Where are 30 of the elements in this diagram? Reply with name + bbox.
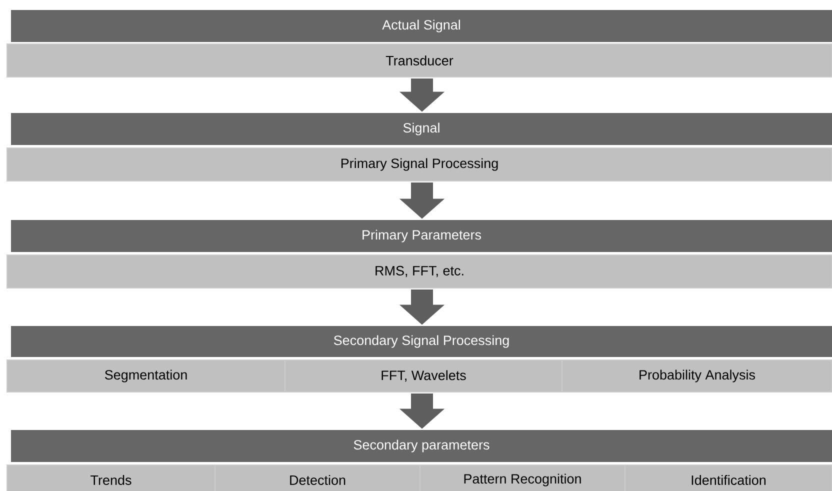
bar-label: Pattern Recognition xyxy=(464,474,581,486)
bar-label: Actual Signal xyxy=(382,20,460,32)
bar-label: Primary Parameters xyxy=(362,230,481,242)
header-bar xyxy=(11,430,832,462)
process-bar xyxy=(6,360,286,392)
bar-label: Secondary Signal Processing xyxy=(334,335,509,348)
process-bar xyxy=(562,360,832,392)
header-bar xyxy=(11,10,832,42)
header-bar xyxy=(11,113,832,145)
process-bar xyxy=(6,254,832,288)
header-bar xyxy=(11,220,832,252)
bar-label: RMS, FFT, etc. xyxy=(376,266,464,278)
bar-label: Probability Analysis xyxy=(640,370,755,382)
bar-label: Transducer xyxy=(386,56,454,66)
process-bar xyxy=(214,464,420,491)
process-bar xyxy=(420,464,626,491)
process-bar xyxy=(284,360,562,392)
header-bar xyxy=(11,326,832,357)
process-bar xyxy=(6,44,832,78)
process-bar xyxy=(624,464,832,491)
bar-label: Signal xyxy=(403,122,440,136)
bar-label: Identification xyxy=(692,475,766,485)
process-bar xyxy=(6,464,216,491)
bar-label: Trends xyxy=(90,475,132,485)
process-bar xyxy=(6,148,832,182)
bar-label: Segmentation xyxy=(104,370,187,382)
bar-label: Primary Signal Processing xyxy=(341,158,498,171)
bar-label: FFT, Wavelets xyxy=(382,370,466,382)
bar-label: Secondary parameters xyxy=(354,440,490,452)
bar-label: Detection xyxy=(290,475,346,485)
